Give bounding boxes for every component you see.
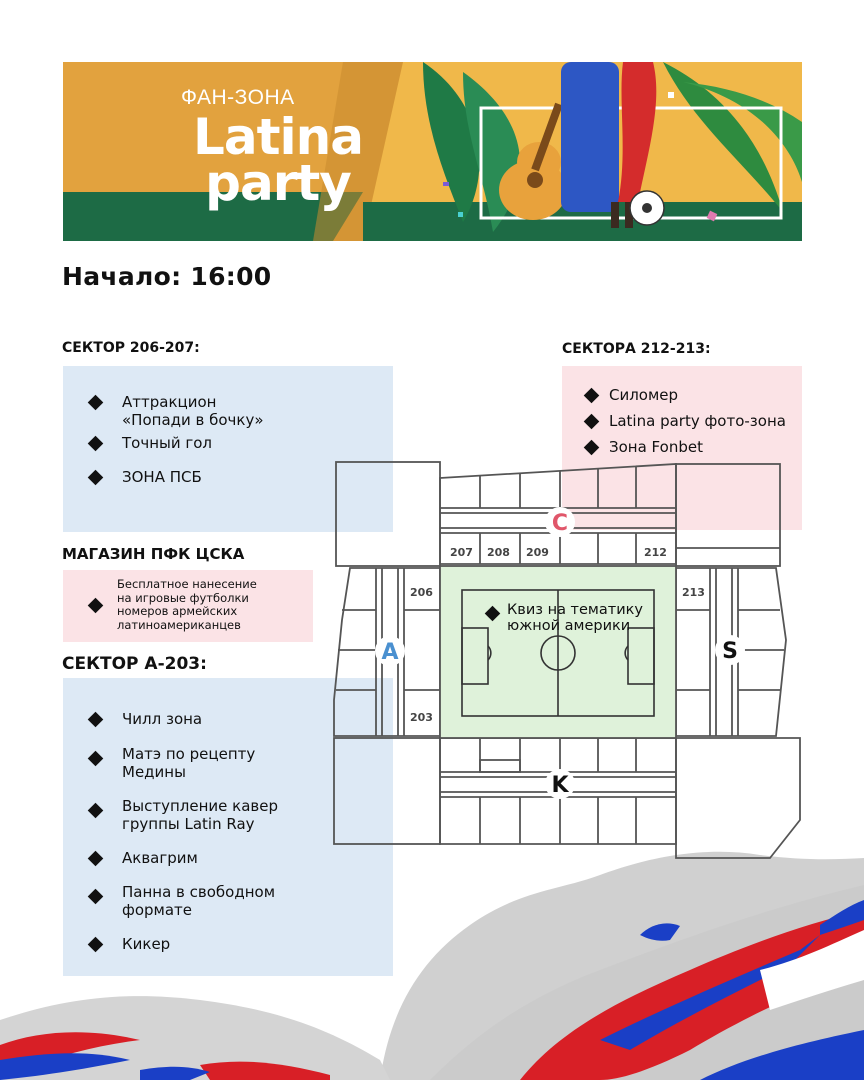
sector-212-213-panel: Силомер Latina party фото-зона Зона Fonb…: [562, 366, 802, 530]
flag-decoration: [0, 851, 864, 1080]
list-item: Кикер: [87, 935, 171, 953]
diamond-bullet-icon: [87, 750, 104, 767]
diamond-bullet-icon: [87, 597, 104, 614]
list-item: Выступление кавер группы Latin Ray: [87, 797, 279, 833]
list-item: Latina party фото-зона: [583, 412, 786, 430]
list-item-label: Точный гол: [122, 434, 213, 452]
stand-label-west: A: [381, 640, 398, 665]
diamond-bullet-icon: [87, 469, 104, 486]
sector-label-208: 208: [487, 546, 510, 559]
diamond-bullet-icon: [87, 394, 104, 411]
sector-206-207-panel: Аттракцион «Попади в бочку» Точный гол З…: [63, 366, 393, 532]
corner-block-se: [675, 737, 801, 859]
sector-label-209: 209: [526, 546, 549, 559]
sector-label-207: 207: [450, 546, 473, 559]
diamond-bullet-icon: [87, 435, 104, 452]
pitch-activity: Квиз на тематику южной америки: [484, 602, 643, 634]
list-item-label: Аквагрим: [122, 849, 198, 867]
diamond-bullet-icon: [583, 413, 600, 430]
diamond-bullet-icon: [87, 711, 104, 728]
list-item: Силомер: [583, 386, 679, 404]
stand-label-east: S: [722, 639, 738, 664]
list-item: Матэ по рецепту Медины: [87, 745, 256, 781]
start-time: Начало: 16:00: [62, 262, 272, 291]
diamond-bullet-icon: [583, 439, 600, 456]
list-item-label: ЗОНА ПСБ: [122, 468, 202, 486]
stand-label-north: C: [552, 511, 568, 536]
sector-label-212: 212: [644, 546, 667, 559]
banner-title: Latina party: [143, 108, 413, 212]
corner-block-nw: [335, 461, 441, 567]
diamond-bullet-icon: [484, 605, 501, 622]
banner-illustration: [63, 62, 802, 241]
sector-206-207-title: СЕКТОР 206-207:: [62, 340, 200, 356]
list-item: Точный гол: [87, 434, 213, 452]
list-item: Чилл зона: [87, 710, 203, 728]
list-item-label: Latina party фото-зона: [609, 412, 786, 430]
banner-title-line2: party: [205, 154, 352, 212]
list-item: Аквагрим: [87, 849, 198, 867]
list-item-label: Бесплатное нанесение на игровые футболки…: [117, 577, 257, 632]
shop-title: МАГАЗИН ПФК ЦСКА: [62, 545, 245, 563]
diamond-bullet-icon: [87, 802, 104, 819]
list-item-label: Зона Fonbet: [609, 438, 703, 456]
list-item: ЗОНА ПСБ: [87, 468, 202, 486]
list-item: Панна в свободном формате: [87, 883, 276, 919]
stadium-map: C A S K 207 208 209 212 206 213 203: [333, 461, 801, 859]
corner-block-sw: [333, 737, 441, 845]
list-item-label: Чилл зона: [122, 710, 203, 728]
pitch-activity-label: Квиз на тематику южной америки: [507, 602, 643, 634]
list-item: Зона Fonbet: [583, 438, 703, 456]
stand-label-south: K: [551, 773, 569, 798]
list-item-label: Кикер: [122, 935, 171, 953]
sector-label-206: 206: [410, 586, 433, 599]
sector-a-203-title: СЕКТОР А-203:: [62, 654, 207, 674]
list-item: Аттракцион «Попади в бочку»: [87, 393, 264, 429]
banner-title-line1: Latina: [193, 108, 364, 166]
corner-block-ne: [675, 463, 781, 567]
banner: ФАН-ЗОНА Latina party: [63, 62, 802, 241]
diamond-bullet-icon: [583, 387, 600, 404]
list-item-label: Выступление кавер группы Latin Ray: [122, 797, 279, 833]
sector-212-213-title: СЕКТОРА 212-213:: [562, 341, 711, 357]
list-item-label: Силомер: [609, 386, 679, 404]
list-item-label: Матэ по рецепту Медины: [122, 745, 256, 781]
list-item-label: Аттракцион «Попади в бочку»: [122, 393, 264, 429]
sector-label-213: 213: [682, 586, 705, 599]
sector-a-203-panel: Чилл зона Матэ по рецепту Медины Выступл…: [63, 678, 393, 976]
sector-label-203: 203: [410, 711, 433, 724]
shop-panel: Бесплатное нанесение на игровые футболки…: [63, 570, 313, 642]
list-item: Бесплатное нанесение на игровые футболки…: [87, 577, 257, 632]
banner-subtitle: ФАН-ЗОНА: [181, 86, 295, 109]
list-item-label: Панна в свободном формате: [122, 883, 276, 919]
